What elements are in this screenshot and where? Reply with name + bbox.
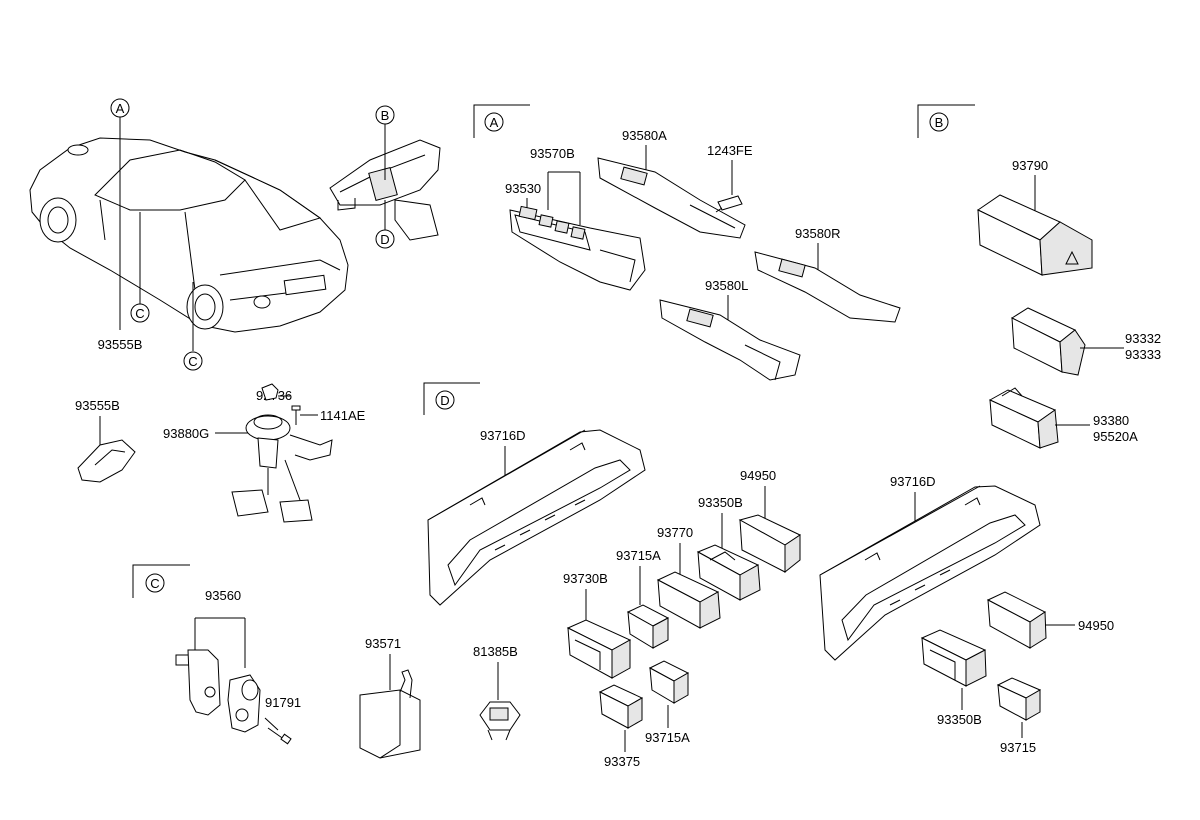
svg-text:B: B — [381, 108, 390, 123]
label-93570B: 93570B — [530, 146, 575, 161]
label-93555B-car: 93555B — [98, 337, 143, 352]
svg-text:C: C — [188, 354, 197, 369]
label-93580R: 93580R — [795, 226, 841, 241]
label-93555B: 93555B — [75, 398, 120, 413]
switch-93350B-bottom — [920, 629, 987, 687]
label-81385B: 81385B — [473, 644, 518, 659]
door-switch-93560-a — [175, 649, 221, 716]
letter-callout-d-dash: D — [375, 229, 395, 249]
label-94950-top: 94950 — [740, 468, 776, 483]
label-93716D-left: 93716D — [480, 428, 526, 443]
label-93770: 93770 — [657, 525, 693, 540]
section-header-b: B — [917, 104, 975, 138]
label-93375: 93375 — [604, 754, 640, 769]
label-93730B: 93730B — [563, 571, 608, 586]
letter-callout-c-car-door: C — [130, 303, 150, 323]
label-93715: 93715 — [1000, 740, 1036, 755]
switch-93715A-bottom — [648, 660, 690, 704]
label-93560: 93560 — [205, 588, 241, 603]
label-93716D-right: 93716D — [890, 474, 936, 489]
svg-text:A: A — [490, 115, 499, 130]
switch-93350B-top — [696, 544, 761, 601]
screw-1141AE — [291, 405, 301, 425]
screw-1243FE — [715, 195, 743, 213]
switch-94950-top — [738, 514, 802, 574]
svg-text:D: D — [440, 393, 449, 408]
module-93571 — [359, 669, 421, 759]
hazard-switch-93790 — [977, 194, 1093, 276]
letter-callout-c-car-rear: C — [183, 351, 203, 371]
label-93530: 93530 — [505, 181, 541, 196]
car-illustration — [29, 137, 349, 333]
window-switch-93580A — [597, 157, 746, 239]
switch-93715 — [996, 677, 1042, 721]
window-switch-93580R — [754, 251, 901, 323]
label-93350B-top: 93350B — [698, 495, 743, 510]
svg-text:B: B — [935, 115, 944, 130]
label-93580L: 93580L — [705, 278, 748, 293]
switch-94950-right — [986, 591, 1047, 649]
switch-93730B — [566, 619, 632, 679]
section-header-a: A — [473, 104, 530, 138]
label-93332: 93332 — [1125, 331, 1161, 346]
label-94950-right: 94950 — [1078, 618, 1114, 633]
switch-93380 — [988, 387, 1059, 449]
letter-callout-a-car: A — [110, 98, 130, 118]
sensor-assembly-93880G — [231, 414, 333, 523]
label-95520A: 95520A — [1093, 429, 1138, 444]
section-header-c: C — [132, 564, 190, 598]
label-91791: 91791 — [265, 695, 301, 710]
label-93571: 93571 — [365, 636, 401, 651]
svg-text:C: C — [150, 576, 159, 591]
door-switch-93560-b — [227, 674, 261, 733]
label-93350B-bottom: 93350B — [937, 712, 982, 727]
letter-callout-b-dash: B — [375, 105, 395, 125]
switch-93715A-top — [626, 604, 670, 649]
label-93715A-bottom: 93715A — [645, 730, 690, 745]
switch-93770 — [656, 571, 721, 629]
clip-81385B — [479, 701, 521, 741]
window-switch-93580L — [659, 299, 801, 381]
screw-91791 — [267, 727, 292, 745]
label-1243FE: 1243FE — [707, 143, 753, 158]
svg-text:C: C — [135, 306, 144, 321]
label-1141AE: 1141AE — [320, 408, 366, 423]
courtesy-lamp-93555B — [77, 439, 136, 483]
switch-bezel-93716D-left — [427, 429, 646, 606]
cap-92736 — [261, 383, 279, 401]
switch-93375 — [598, 684, 644, 729]
label-93380: 93380 — [1093, 413, 1129, 428]
label-93715A-top: 93715A — [616, 548, 661, 563]
master-window-switch-93570B — [509, 205, 646, 291]
label-93333: 93333 — [1125, 347, 1161, 362]
switch-bezel-93716D-right — [819, 485, 1041, 661]
label-93790: 93790 — [1012, 158, 1048, 173]
svg-text:A: A — [116, 101, 125, 116]
switch-93332 — [1010, 307, 1086, 376]
section-header-d: D — [423, 382, 480, 415]
svg-text:D: D — [380, 232, 389, 247]
label-93880G: 93880G — [163, 426, 209, 441]
label-93580A: 93580A — [622, 128, 667, 143]
